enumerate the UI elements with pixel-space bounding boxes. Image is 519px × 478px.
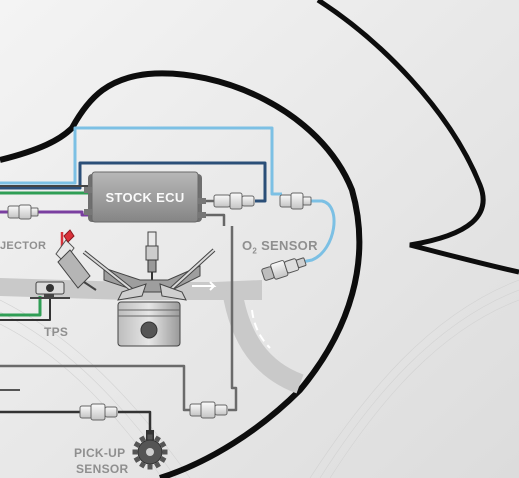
wire-green-tps — [0, 296, 42, 317]
wire-gray-mid — [0, 364, 190, 412]
gear-tooth — [147, 464, 153, 470]
head-outline-left — [0, 70, 363, 478]
stock-ecu — [84, 171, 206, 223]
gear-tooth — [133, 441, 141, 448]
o2-sensor-label-subscript: 2 — [252, 246, 258, 256]
gear-tooth — [139, 435, 146, 443]
connector-pickup — [79, 403, 118, 421]
gear-tooth — [159, 456, 167, 463]
gear-tooth — [139, 461, 146, 469]
fuel-injector — [55, 229, 97, 291]
stock-ecu-label: STOCK ECU — [105, 190, 185, 205]
wiring-harness — [0, 126, 336, 438]
cylinder-head-valves — [82, 248, 216, 301]
piston — [117, 301, 181, 347]
o2-sensor-label-suffix: SENSOR — [257, 238, 318, 253]
gear-tooth — [162, 449, 168, 455]
wire-dark-pickup — [0, 410, 152, 438]
pickup-sensor-label-line2: SENSOR — [76, 462, 129, 476]
gear-tooth — [154, 461, 161, 469]
gear-tooth — [147, 434, 153, 440]
o2-sensor-label: O2 SENSOR — [242, 238, 318, 256]
wire-dark-tps — [0, 296, 51, 321]
connector-ecu-right — [213, 192, 255, 210]
tps-label: TPS — [44, 325, 69, 339]
gear-tooth — [132, 449, 138, 455]
pickup-sensor-label-line1: PICK-UP — [74, 446, 126, 460]
wire-light-blue — [0, 126, 282, 196]
wire-gray-right — [228, 226, 238, 412]
wire-connectors — [7, 192, 312, 421]
gear-tooth — [154, 435, 161, 443]
head-outline-right — [316, 0, 519, 275]
gear-tooth — [133, 456, 141, 463]
connector-o2-top — [279, 192, 312, 210]
throttle-position-sensor — [30, 281, 70, 299]
o2-sensor — [261, 257, 307, 281]
spark-plug — [145, 231, 159, 282]
pickup-sensor-gear — [132, 430, 168, 470]
wire-navy — [0, 161, 267, 203]
injector-label: JECTOR — [0, 240, 47, 252]
wire-light-blue-o2 — [301, 199, 336, 264]
o2-sensor-label-prefix: O — [242, 238, 253, 253]
connector-purple — [7, 204, 39, 220]
connector-bottom-right — [189, 401, 228, 419]
gear-tooth — [159, 441, 167, 448]
